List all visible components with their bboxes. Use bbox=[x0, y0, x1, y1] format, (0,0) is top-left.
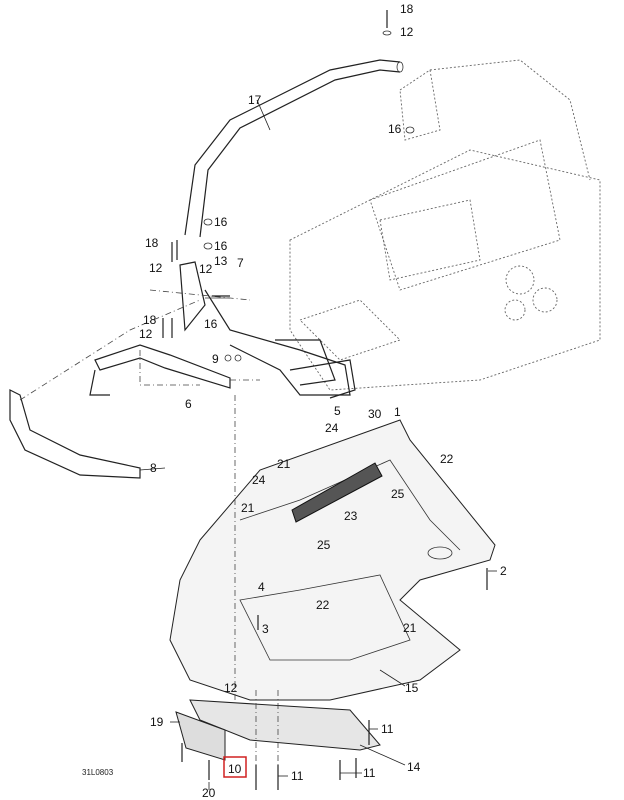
callout-5: 5 bbox=[334, 404, 341, 418]
bracket-assembly bbox=[179, 261, 356, 399]
callout-12: 12 bbox=[400, 25, 414, 39]
callout-16: 16 bbox=[388, 122, 402, 136]
callout-22: 22 bbox=[440, 452, 454, 466]
callout-11: 11 bbox=[363, 766, 376, 780]
fasteners bbox=[162, 10, 488, 790]
callout-15: 15 bbox=[405, 681, 419, 695]
bar-17 bbox=[184, 59, 404, 238]
callout-22: 22 bbox=[316, 598, 330, 612]
drawing-code: 31L0803 bbox=[82, 768, 114, 777]
callout-16: 16 bbox=[204, 317, 218, 331]
callout-23: 23 bbox=[344, 509, 358, 523]
callout-2: 2 bbox=[500, 564, 507, 578]
callout-13: 13 bbox=[214, 254, 228, 268]
belly-pan bbox=[169, 419, 496, 701]
callout-18: 18 bbox=[143, 313, 157, 327]
callout-12: 12 bbox=[139, 327, 153, 341]
callout-12: 12 bbox=[224, 681, 238, 695]
callout-21: 21 bbox=[403, 621, 417, 635]
assembly-lines bbox=[19, 289, 279, 775]
callout-10-highlighted[interactable]: 10 bbox=[228, 762, 242, 776]
callout-9: 9 bbox=[212, 352, 219, 366]
callout-20: 20 bbox=[202, 786, 216, 800]
callout-24: 24 bbox=[252, 473, 266, 487]
callout-19: 19 bbox=[150, 715, 164, 729]
callout-6: 6 bbox=[185, 397, 192, 411]
callout-30: 30 bbox=[368, 407, 382, 421]
bumper-6 bbox=[89, 344, 231, 396]
callout-16: 16 bbox=[214, 239, 228, 253]
callout-11: 11 bbox=[291, 769, 304, 783]
callout-17: 17 bbox=[248, 93, 262, 107]
callout-8: 8 bbox=[150, 461, 157, 475]
callout-16: 16 bbox=[214, 215, 228, 229]
callout-1: 1 bbox=[394, 405, 401, 419]
callout-7: 7 bbox=[237, 256, 244, 270]
callout-12: 12 bbox=[149, 261, 163, 275]
callout-12: 12 bbox=[199, 262, 213, 276]
highlight-box bbox=[223, 756, 247, 778]
callout-24: 24 bbox=[325, 421, 339, 435]
skid-plate bbox=[175, 699, 381, 761]
callout-3: 3 bbox=[262, 622, 269, 636]
callout-21: 21 bbox=[277, 457, 291, 471]
callout-labels: 18 12 17 16 16 16 18 12 12 13 7 18 12 16… bbox=[82, 2, 507, 800]
callout-25: 25 bbox=[317, 538, 331, 552]
callout-18: 18 bbox=[145, 236, 159, 250]
chassis-frame bbox=[289, 59, 601, 391]
callout-18: 18 bbox=[400, 2, 414, 16]
callout-25: 25 bbox=[391, 487, 405, 501]
callout-14: 14 bbox=[407, 760, 421, 774]
leader-lines bbox=[139, 99, 497, 790]
callout-11: 11 bbox=[381, 722, 394, 736]
bumper-8 bbox=[9, 389, 141, 479]
callout-21: 21 bbox=[241, 501, 255, 515]
callout-4: 4 bbox=[258, 580, 265, 594]
